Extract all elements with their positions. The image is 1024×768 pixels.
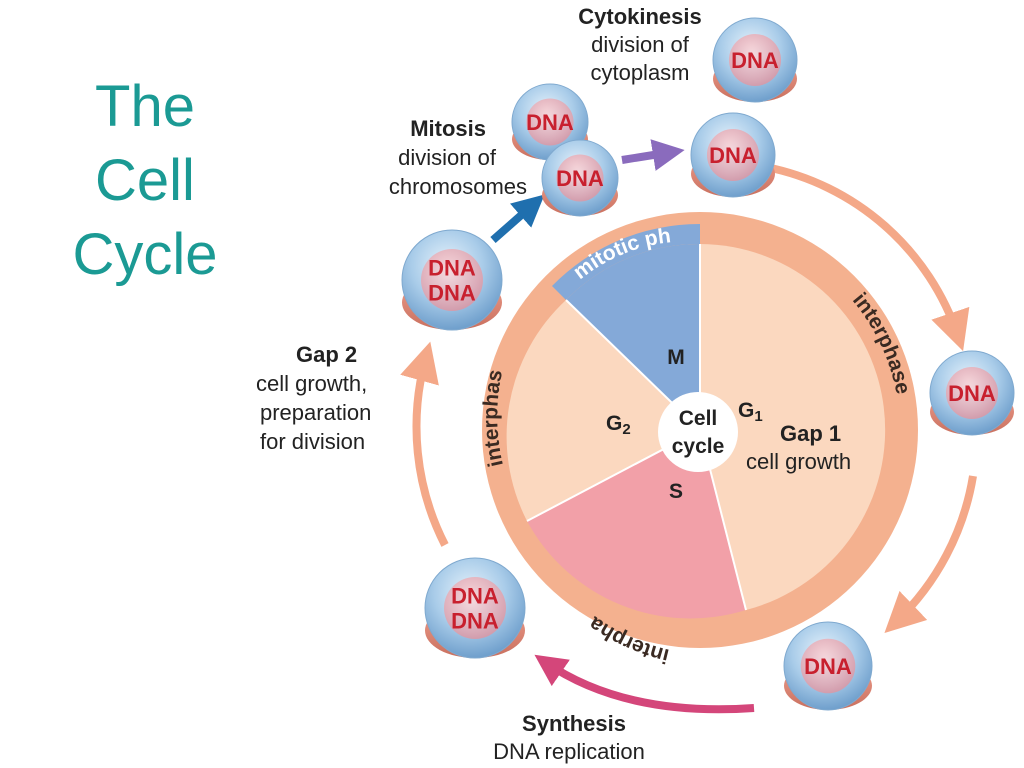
cell-icon: DNA	[712, 17, 798, 103]
cytokinesis-desc-line1: division of	[591, 32, 690, 57]
gap1-desc-line1: cell growth	[746, 449, 851, 474]
mitosis-title: Mitosis	[410, 116, 486, 141]
g2-phase-label: G2	[606, 412, 631, 438]
gap2-desc-line2: preparation	[260, 400, 371, 425]
s-sector	[527, 430, 746, 619]
g1-sector	[700, 244, 886, 610]
arrow-icon	[621, 139, 685, 171]
cytokinesis-title: Cytokinesis	[578, 4, 702, 29]
cell-icon: DNA	[929, 350, 1015, 436]
m-phase-label: M	[667, 346, 685, 369]
center-label-line2: cycle	[672, 435, 725, 458]
center-label-line1: Cell	[679, 407, 718, 430]
gap2-desc-line1: cell growth,	[256, 371, 367, 396]
center-hub	[658, 392, 738, 472]
slide-title-line: Cell	[95, 148, 195, 213]
gap2-desc-line3: for division	[260, 429, 365, 454]
gap2-title: Gap 2	[296, 342, 357, 367]
cell-icon: DNA	[541, 139, 619, 217]
dna-label: DNA	[709, 143, 757, 168]
slide-title: The Cell Cycle	[40, 70, 250, 292]
dna-label: DNA	[428, 256, 476, 281]
dna-label: DNA	[731, 48, 779, 73]
synthesis-title: Synthesis	[522, 711, 626, 736]
dna-label: DNA	[428, 281, 476, 306]
dna-label: DNA	[451, 584, 499, 609]
arrow-icon	[400, 341, 449, 547]
arrow-icon	[534, 654, 755, 714]
gap1-title: Gap 1	[780, 421, 841, 446]
mitosis-desc-line1: division of	[398, 145, 497, 170]
g1-phase-label: G1	[738, 399, 763, 425]
dna-label: DNA	[451, 609, 499, 634]
cell-icon: DNA	[783, 621, 873, 711]
slide-title-line: The	[95, 74, 195, 139]
arrow-icon	[884, 475, 977, 634]
arrow-icon	[765, 163, 970, 352]
mitotic-band	[552, 223, 700, 300]
g2-sector	[506, 300, 700, 521]
slide-title-line: Cycle	[72, 222, 218, 287]
synthesis-desc-line1: DNA replication	[493, 739, 645, 764]
cell-icon: DNA	[690, 112, 776, 198]
arrow-icon	[490, 194, 545, 244]
m-sector	[566, 243, 700, 430]
dna-label: DNA	[526, 110, 574, 135]
dna-label: DNA	[804, 654, 852, 679]
s-phase-label: S	[669, 480, 683, 503]
dna-label: DNA	[948, 381, 996, 406]
mitosis-desc-line2: chromosomes	[389, 174, 527, 199]
cytokinesis-desc-line2: cytoplasm	[590, 60, 689, 85]
dna-label: DNA	[556, 166, 604, 191]
